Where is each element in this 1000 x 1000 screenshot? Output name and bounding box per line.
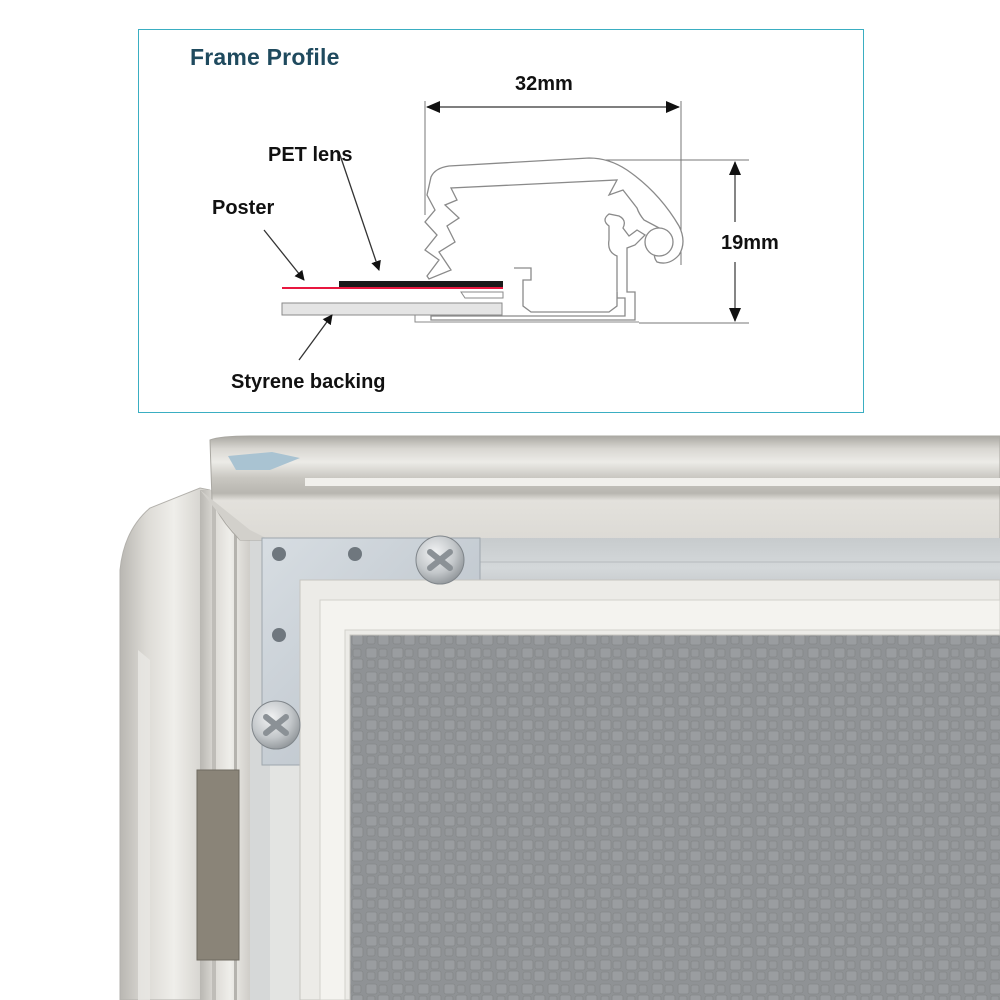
screw-left [251,700,301,750]
pet-lens-layer [339,281,503,287]
diagram-title: Frame Profile [190,44,340,70]
top-snap-flap [209,435,1000,541]
pet-lens-leader [338,151,381,271]
bracket-hole [272,628,286,642]
styrene-backing-leader [298,314,333,361]
poster-label: Poster [212,197,275,219]
screw-top [415,535,465,585]
bracket-hole [272,547,286,561]
width-dimension-label: 32mm [515,73,573,95]
styrene-backing-label: Styrene backing [231,371,386,393]
bracket-hole [348,547,362,561]
frame-corner-photo [0,430,1000,1000]
poster-leader [263,229,305,281]
frame-corner-illustration [119,435,1000,1000]
textured-backing-board [350,630,1000,1000]
height-dimension-label: 19mm [721,232,779,254]
aluminium-profile-outline [424,157,684,321]
profile-cross-section-drawing [263,101,749,361]
pet-lens-label: PET lens [268,144,353,166]
styrene-backing-layer [281,302,503,316]
flap-reflection [228,452,300,470]
material-layers [281,281,639,323]
frame-profile-diagram: Frame Profile [138,29,864,413]
hinge-plate [196,769,240,961]
